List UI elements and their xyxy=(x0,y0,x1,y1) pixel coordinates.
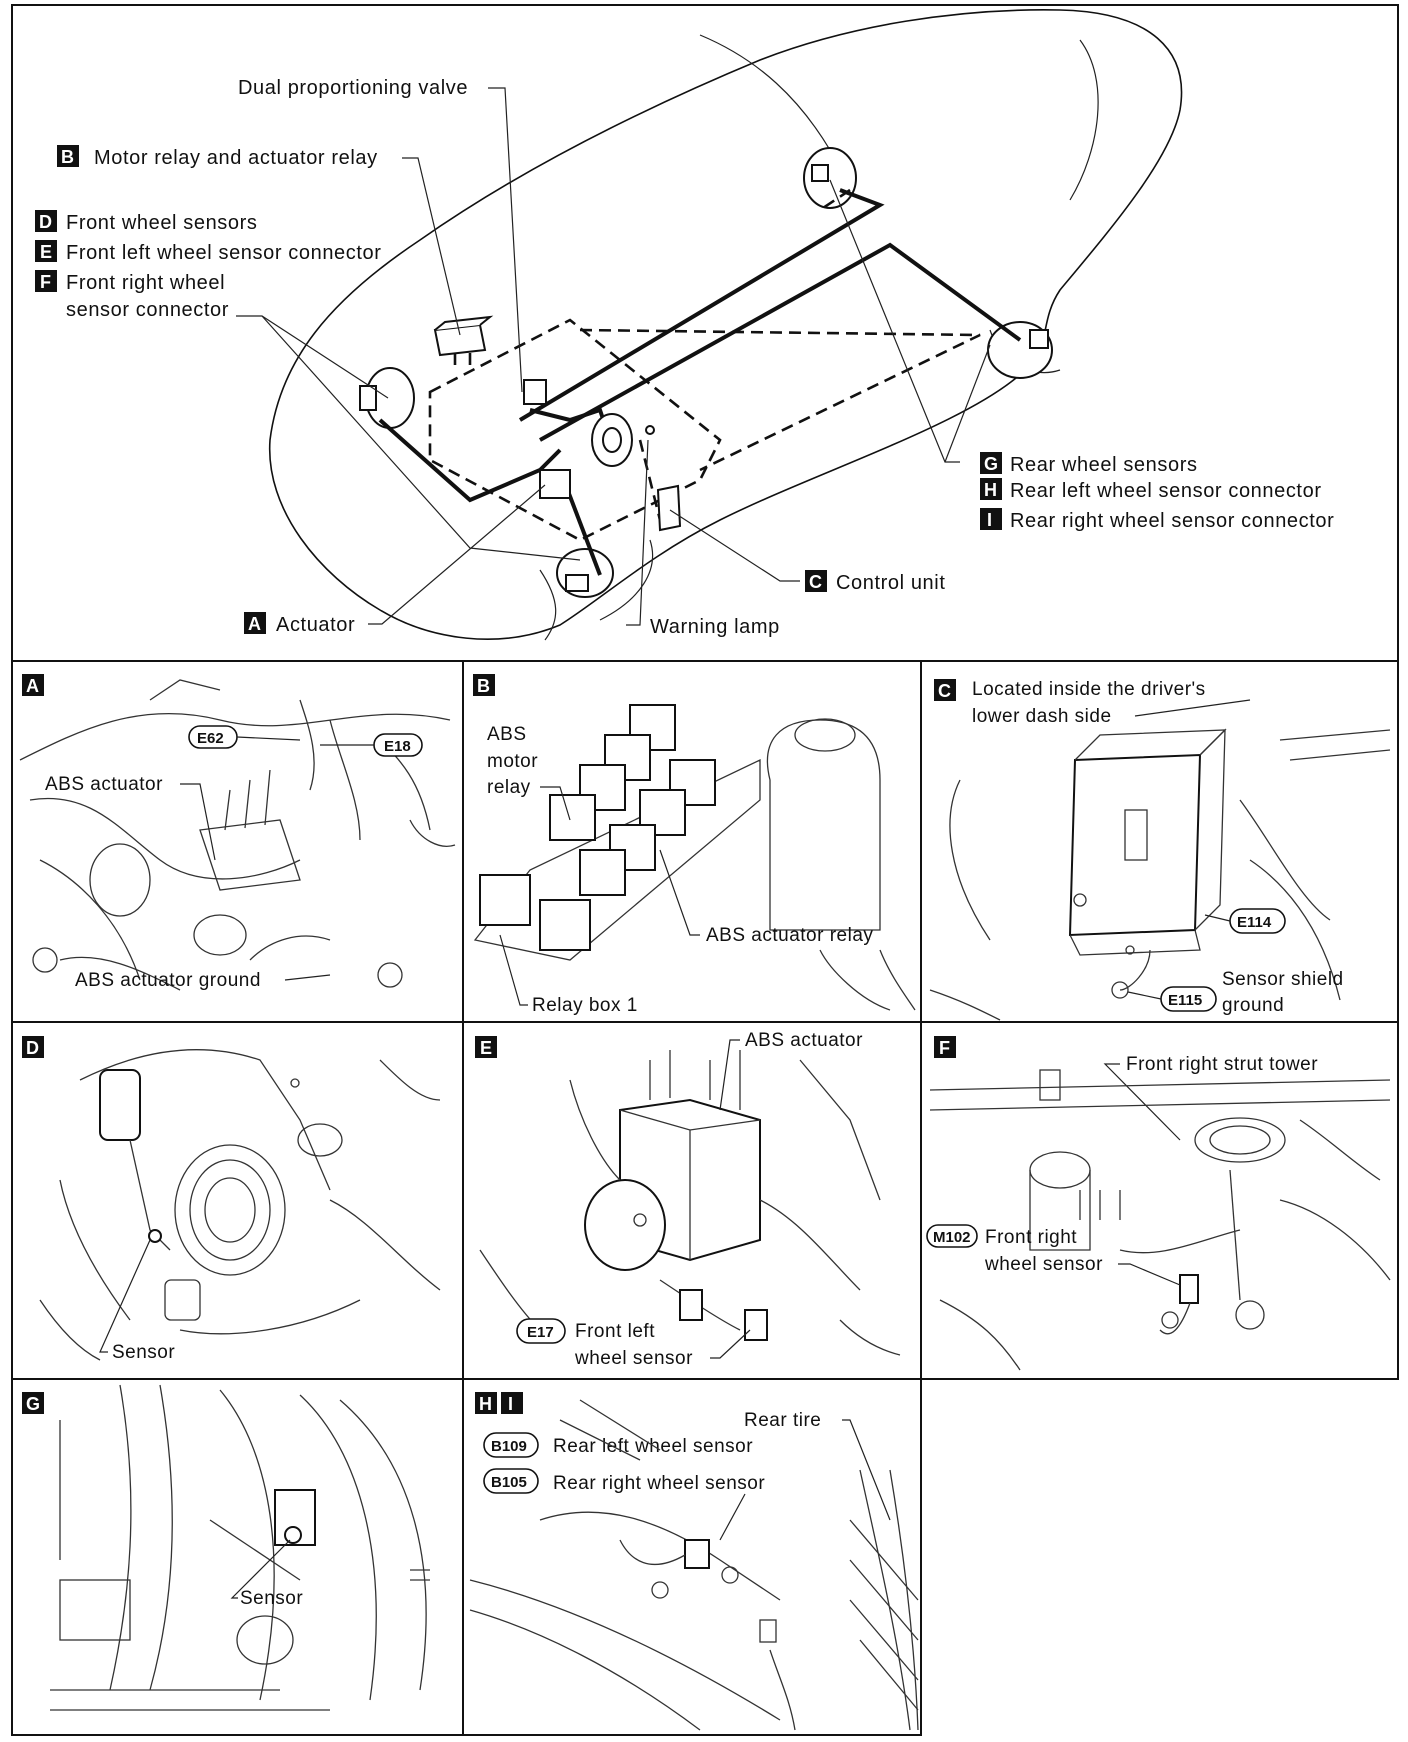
panel-a-letter: A xyxy=(26,676,39,696)
motor-actuator-relay-box xyxy=(433,315,494,357)
rear-left-connector-label: Rear left wheel sensor connector xyxy=(1010,480,1322,502)
panel-g-letter: G xyxy=(26,1394,40,1414)
panel-a: A E62 E18 ABS actuator ABS xyxy=(19,674,456,991)
panel-c: C Located inside the driver's lower dash… xyxy=(929,679,1391,1021)
relay-box-1-label: Relay box 1 xyxy=(532,995,638,1016)
sensor-label-g: Sensor xyxy=(240,1588,303,1609)
dual-proportioning-valve-label: Dual proportioning valve xyxy=(238,77,468,99)
connector-m102: M102 xyxy=(933,1229,971,1246)
letter-g: G xyxy=(984,454,998,474)
rear-left-wheel-sensor-label: Rear left wheel sensor xyxy=(553,1436,753,1457)
connector-b109: B109 xyxy=(491,1438,527,1455)
front-left-wheel xyxy=(556,548,614,598)
rear-right-wheel xyxy=(987,321,1053,379)
rear-right-connector-label: Rear right wheel sensor connector xyxy=(1010,510,1334,532)
connector-e115: E115 xyxy=(1168,992,1202,1009)
located-inside-label-2: lower dash side xyxy=(972,706,1112,727)
warning-lamp-label: Warning lamp xyxy=(650,616,780,638)
front-suspension-sketch xyxy=(39,1048,441,1361)
sensor-shield-ground-label-2: ground xyxy=(1222,995,1284,1016)
rear-suspension-sketch xyxy=(50,1384,430,1711)
connector-e18: E18 xyxy=(384,738,411,755)
panel-b: B ABS motor relay ABS actuator relay Rel… xyxy=(473,674,916,1016)
panel-d: D Sensor xyxy=(22,1036,441,1363)
panel-frames xyxy=(11,4,1399,1736)
panel-a-engine-sketch xyxy=(19,679,456,991)
motor-relay-label: Motor relay and actuator relay xyxy=(94,147,378,169)
front-right-wheel-sensor-label-2: wheel sensor xyxy=(984,1254,1103,1275)
letter-b: B xyxy=(61,147,74,167)
letter-h: H xyxy=(984,480,997,500)
abs-actuator-label-a: ABS actuator xyxy=(45,774,163,795)
letter-e: E xyxy=(40,242,52,262)
panel-c-letter: C xyxy=(938,681,951,701)
letter-c: C xyxy=(809,572,822,592)
warning-lamp-unit xyxy=(645,425,655,435)
actuator-label: Actuator xyxy=(276,614,355,636)
rear-tire-label: Rear tire xyxy=(744,1410,821,1431)
abs-actuator-ground-label: ABS actuator ground xyxy=(75,970,261,991)
abs-actuator-relay-label: ABS actuator relay xyxy=(706,925,873,946)
letter-f: F xyxy=(40,272,51,292)
abs-actuator-sketch xyxy=(479,1050,901,1356)
front-right-connector-label-2: sensor connector xyxy=(66,299,229,321)
strut-tower-sketch xyxy=(929,1069,1391,1371)
brake-lines xyxy=(378,188,1022,576)
letter-d: D xyxy=(39,212,52,232)
connector-e114: E114 xyxy=(1237,914,1272,931)
control-unit-box xyxy=(656,484,682,532)
front-left-wheel-sensor-label-2: wheel sensor xyxy=(574,1348,693,1369)
connector-e62: E62 xyxy=(197,730,224,747)
car-body-outline xyxy=(268,9,1183,640)
abs-actuator-label-e: ABS actuator xyxy=(745,1030,863,1051)
sensor-label-d: Sensor xyxy=(112,1342,175,1363)
connector-b105: B105 xyxy=(491,1474,527,1491)
overview-diagram: Dual proportioning valve B Motor relay a… xyxy=(35,9,1334,641)
sensor-shield-ground-label-1: Sensor shield xyxy=(1222,969,1344,990)
rear-wheel-area-sketch xyxy=(469,1399,919,1731)
panel-d-letter: D xyxy=(26,1038,39,1058)
rear-left-wheel xyxy=(803,147,857,209)
letter-i: I xyxy=(987,510,992,530)
wiring-harness xyxy=(428,188,981,542)
control-unit-label: Control unit xyxy=(836,572,945,594)
panel-i-letter: I xyxy=(508,1394,513,1414)
rear-wheel-sensors-label: Rear wheel sensors xyxy=(1010,454,1198,476)
panel-f-letter: F xyxy=(939,1038,950,1058)
abs-motor-relay-label-1: ABS xyxy=(487,724,527,745)
front-left-connector-label: Front left wheel sensor connector xyxy=(66,242,382,264)
overview-leader-lines xyxy=(236,87,991,626)
front-left-wheel-sensor-label-1: Front left xyxy=(575,1321,655,1342)
front-wheel-sensors-label: Front wheel sensors xyxy=(66,212,257,234)
panel-f: F Front right strut tower M102 Front rig… xyxy=(926,1036,1391,1371)
panel-e-letter: E xyxy=(480,1038,492,1058)
abs-motor-relay-label-2: motor xyxy=(487,751,538,772)
abs-motor-relay-label-3: relay xyxy=(487,777,531,798)
panel-h-letter: H xyxy=(479,1394,492,1414)
relay-box-sketch xyxy=(473,704,916,1011)
control-unit-sketch xyxy=(929,728,1391,1021)
panel-e: E ABS actuator E17 Front left wheel sens… xyxy=(475,1030,901,1369)
panel-g: G Sensor xyxy=(22,1384,430,1711)
connector-e17: E17 xyxy=(527,1324,554,1341)
front-right-strut-tower-label: Front right strut tower xyxy=(1126,1054,1318,1075)
located-inside-label-1: Located inside the driver's xyxy=(972,679,1206,700)
panel-hi: H I Rear tire B109 Rear left wheel senso… xyxy=(469,1392,919,1731)
abs-actuator-unit xyxy=(539,413,633,499)
front-right-connector-label-1: Front right wheel xyxy=(66,272,225,294)
front-right-wheel-sensor-label-1: Front right xyxy=(985,1227,1077,1248)
dual-proportioning-valve xyxy=(523,379,547,405)
panel-b-letter: B xyxy=(477,676,490,696)
letter-a: A xyxy=(248,614,261,634)
rear-right-wheel-sensor-label: Rear right wheel sensor xyxy=(553,1473,765,1494)
